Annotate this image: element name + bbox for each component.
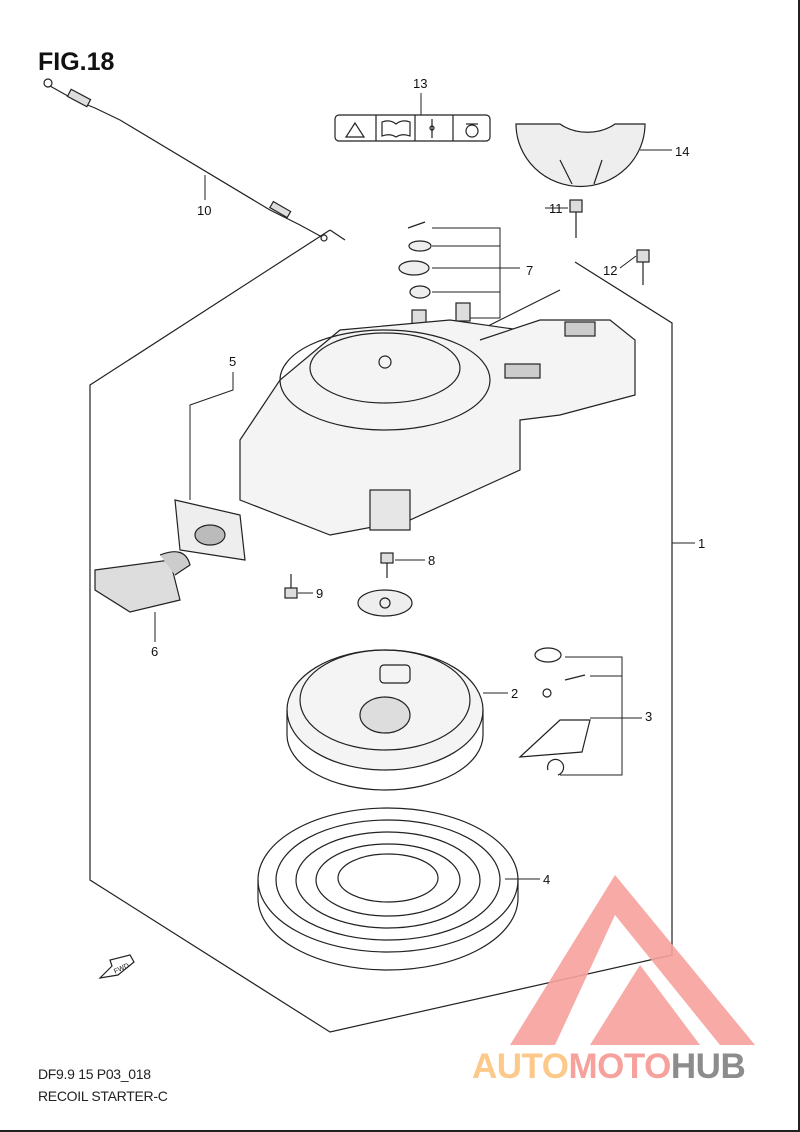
part-14-half-ring-plate (515, 123, 646, 188)
watermark-auto: AUTO (472, 1047, 569, 1086)
part-3-ratchet-set (518, 647, 591, 776)
figure-title: FIG.18 (38, 48, 115, 76)
part-5-starter-housing (239, 319, 636, 536)
part-8-bushing (357, 589, 413, 617)
callout-2: 2 (511, 686, 518, 701)
callout-numbers: 1 2 3 4 5 6 7 8 9 10 11 12 13 14 (151, 76, 705, 887)
callout-7: 7 (526, 263, 533, 278)
watermark-text: AUTOMOTOHUB (472, 1047, 746, 1087)
assembly-frame (89, 229, 673, 1033)
watermark-moto: MOTO (568, 1047, 672, 1086)
automotohub-logo (510, 875, 755, 1045)
part-11-bolt (569, 199, 583, 238)
part-12-bolt (636, 249, 650, 285)
part-13-warning-label (334, 114, 491, 142)
figure-caption: DF9.9 15 P03_018 RECOIL STARTER-C (38, 1063, 168, 1107)
callout-5: 5 (229, 354, 236, 369)
forward-direction-arrow: FWD (98, 954, 135, 979)
callout-6: 6 (151, 644, 158, 659)
part-9-bolt (284, 574, 298, 599)
callout-9: 9 (316, 586, 323, 601)
part-2-rope-reel (286, 649, 484, 791)
callout-13: 13 (413, 76, 427, 91)
leader-lines (154, 93, 695, 880)
callout-10: 10 (197, 203, 211, 218)
watermark-hub: HUB (670, 1047, 746, 1086)
part-7-small-parts-set (398, 221, 471, 327)
callout-8: 8 (428, 553, 435, 568)
callout-3: 3 (645, 709, 652, 724)
callout-1: 1 (698, 536, 705, 551)
callout-11: 11 (549, 201, 563, 216)
part-4-recoil-spring (257, 807, 519, 971)
figure-code: DF9.9 15 P03_018 (38, 1066, 151, 1082)
callout-12: 12 (603, 263, 617, 278)
callout-14: 14 (675, 144, 689, 159)
part-10-choke-cable (43, 78, 328, 242)
part-8-bolt (380, 552, 394, 578)
callout-4: 4 (543, 872, 550, 887)
part-6-starter-handle (94, 499, 246, 613)
figure-name: RECOIL STARTER-C (38, 1088, 168, 1104)
